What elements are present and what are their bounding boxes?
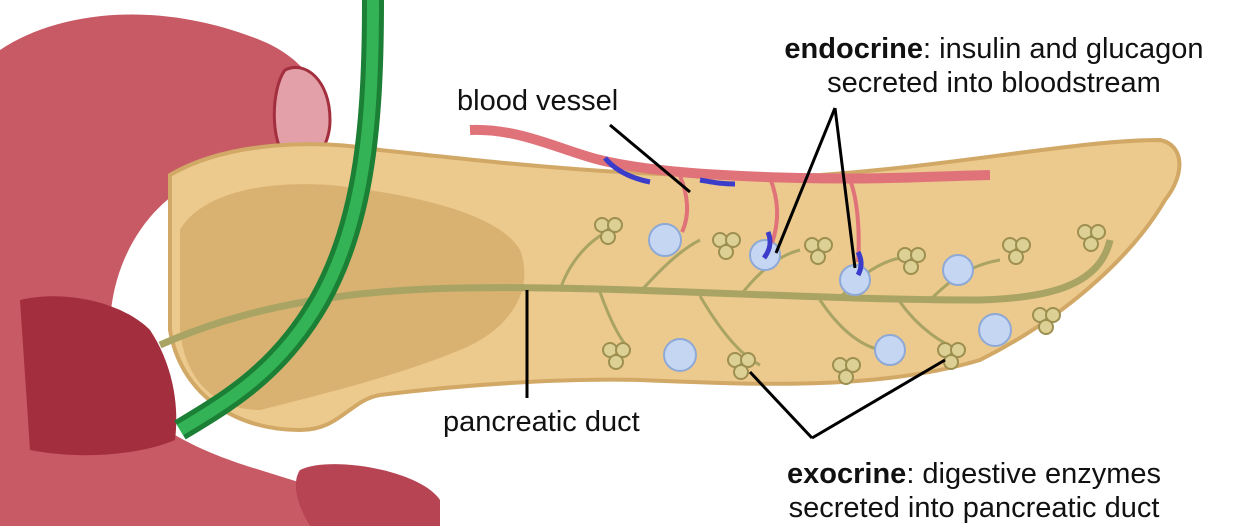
exocrine-term: exocrine bbox=[787, 458, 907, 490]
endocrine-line-2: secreted into bloodstream bbox=[827, 67, 1161, 99]
blood-vessel-text: blood vessel bbox=[457, 85, 619, 117]
acini-clusters bbox=[594, 217, 1106, 385]
label-pancreatic-duct: pancreatic duct bbox=[443, 405, 640, 439]
blood-vessel bbox=[469, 124, 991, 184]
bile-duct-highlight bbox=[176, 0, 379, 436]
endocrine-line-1: endocrine: insulin and glucagon bbox=[754, 32, 1234, 66]
duodenum-lumen bbox=[20, 296, 177, 456]
exocrine-line-1: exocrine: digestive enzymes bbox=[734, 457, 1214, 491]
endocrine-term: endocrine bbox=[784, 33, 924, 65]
veins bbox=[603, 156, 864, 277]
duodenum-bottom-opening bbox=[295, 464, 440, 526]
exocrine-desc: : digestive enzymes bbox=[906, 458, 1161, 490]
label-exocrine: exocrine: digestive enzymes secreted int… bbox=[734, 457, 1214, 525]
endocrine-desc: : insulin and glucagon bbox=[923, 33, 1204, 65]
label-blood-vessel: blood vessel bbox=[457, 84, 618, 118]
pancreatic-duct bbox=[158, 239, 1114, 349]
leader-lines bbox=[525, 107, 946, 440]
exocrine-line-2: secreted into pancreatic duct bbox=[788, 492, 1160, 524]
pancreatic-duct-text: pancreatic duct bbox=[443, 406, 640, 438]
label-endocrine: endocrine: insulin and glucagon secreted… bbox=[754, 32, 1234, 100]
